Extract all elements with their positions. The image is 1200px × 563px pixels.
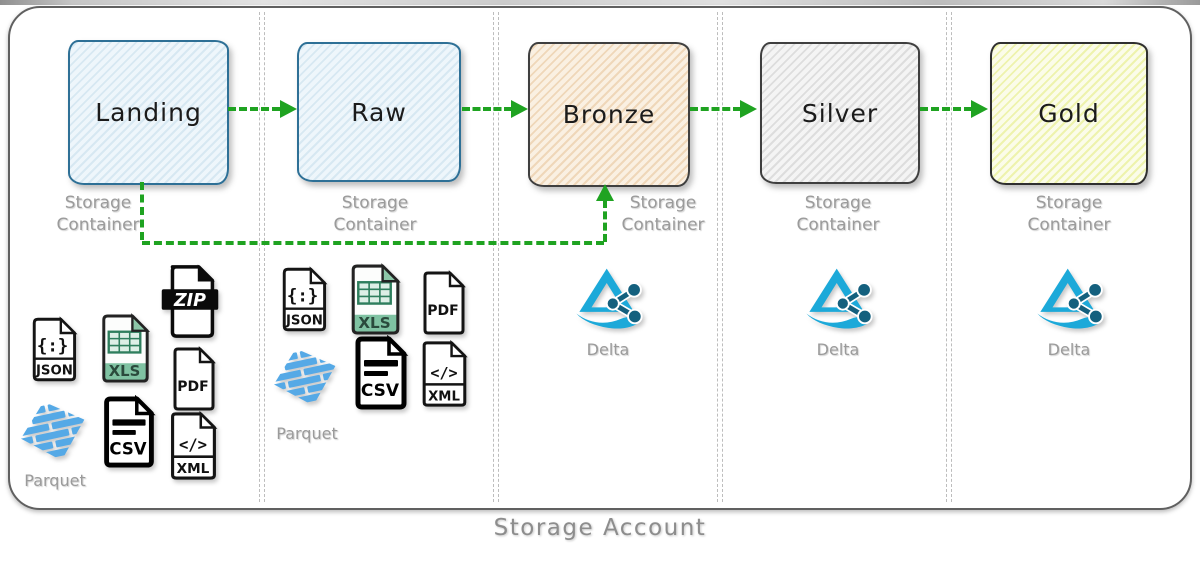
zone-box-landing: Landing xyxy=(68,40,229,185)
parquet-icon xyxy=(14,398,92,464)
zone-box-silver: Silver xyxy=(760,42,920,184)
zone-label-gold: Gold xyxy=(1038,99,1100,128)
flow-arrow-landing-raw xyxy=(228,107,280,111)
parquet-label: Parquet xyxy=(276,424,338,443)
xml-glyph: </> xyxy=(430,364,457,382)
label-line: Storage xyxy=(804,193,872,213)
flow-arrowhead-icon xyxy=(280,100,297,118)
flow-arrowhead-icon xyxy=(971,100,988,118)
zone-box-gold: Gold xyxy=(990,42,1148,185)
column-separator xyxy=(946,12,952,502)
flow-arrow-bronze-silver xyxy=(690,107,741,111)
csv-file-icon: CSV xyxy=(350,335,412,411)
label-line: Container xyxy=(333,215,417,235)
flow-arrowhead-icon xyxy=(511,100,528,118)
delta-lake-icon xyxy=(1032,263,1108,335)
xml-file-icon: </> XML xyxy=(164,411,222,481)
json-label: JSON xyxy=(285,313,323,328)
bypass-landing-drop-line xyxy=(140,182,144,240)
json-label: JSON xyxy=(35,363,73,378)
bypass-arrowhead-icon xyxy=(596,184,614,201)
csv-label: CSV xyxy=(109,439,146,458)
xls-file-icon: XLS xyxy=(94,313,155,384)
xml-file-icon: </> XML xyxy=(416,340,472,408)
pdf-label: PDF xyxy=(427,303,458,319)
storage-account-title: Storage Account xyxy=(493,515,707,541)
xml-label: XML xyxy=(177,461,210,477)
label-line: Container xyxy=(796,215,880,235)
storage-container-label-silver: Storage Container xyxy=(763,192,913,236)
xml-label: XML xyxy=(428,389,460,404)
label-line: Storage xyxy=(629,193,697,213)
label-line: Container xyxy=(1027,215,1111,235)
xls-label: XLS xyxy=(109,363,140,380)
json-file-icon: {:} JSON xyxy=(26,315,81,384)
xls-label: XLS xyxy=(358,314,390,332)
zone-label-raw: Raw xyxy=(351,97,407,127)
csv-file-icon: CSV xyxy=(98,395,160,469)
pdf-file-icon: PDF xyxy=(168,346,220,412)
xml-glyph: </> xyxy=(179,436,207,454)
column-separator xyxy=(717,12,723,502)
parquet-label: Parquet xyxy=(24,471,86,490)
column-separator xyxy=(493,12,499,502)
label-line: Container xyxy=(56,215,140,235)
label-line: Storage xyxy=(1035,193,1103,213)
zone-box-bronze: Bronze xyxy=(528,42,690,187)
delta-lake-icon xyxy=(571,263,647,335)
screenshot-top-edge-artifact xyxy=(0,0,1200,5)
zip-file-icon: ZIP xyxy=(158,263,222,339)
label-line: Storage xyxy=(64,193,132,213)
column-separator xyxy=(259,12,265,502)
delta-label: Delta xyxy=(1047,340,1091,359)
storage-container-label-landing: Storage Container xyxy=(23,192,173,236)
flow-arrow-silver-gold xyxy=(920,107,972,111)
storage-container-label-raw: Storage Container xyxy=(300,192,450,236)
label-line: Container xyxy=(621,215,705,235)
xls-file-icon: XLS xyxy=(344,263,405,336)
flow-arrowhead-icon xyxy=(740,100,757,118)
zone-label-bronze: Bronze xyxy=(562,100,656,129)
csv-label: CSV xyxy=(361,381,400,401)
pdf-label: PDF xyxy=(177,379,208,395)
json-file-icon: {:} JSON xyxy=(276,265,331,334)
delta-label: Delta xyxy=(586,340,630,359)
zip-label: ZIP xyxy=(173,291,206,311)
zone-label-landing: Landing xyxy=(95,98,202,127)
zone-label-silver: Silver xyxy=(801,98,879,128)
label-line: Storage xyxy=(341,193,409,213)
parquet-icon xyxy=(266,345,344,409)
bypass-horizontal-line xyxy=(142,241,604,245)
delta-lake-icon xyxy=(801,263,877,335)
storage-container-label-gold: Storage Container xyxy=(994,192,1144,236)
json-glyph: {:} xyxy=(37,336,68,356)
storage-container-label-bronze: Storage Container xyxy=(588,192,738,236)
json-glyph: {:} xyxy=(287,286,318,306)
zone-box-raw: Raw xyxy=(297,42,461,182)
flow-arrow-raw-bronze xyxy=(462,107,512,111)
delta-label: Delta xyxy=(816,340,860,359)
bypass-rise-line xyxy=(603,200,607,242)
pdf-file-icon: PDF xyxy=(418,270,470,336)
